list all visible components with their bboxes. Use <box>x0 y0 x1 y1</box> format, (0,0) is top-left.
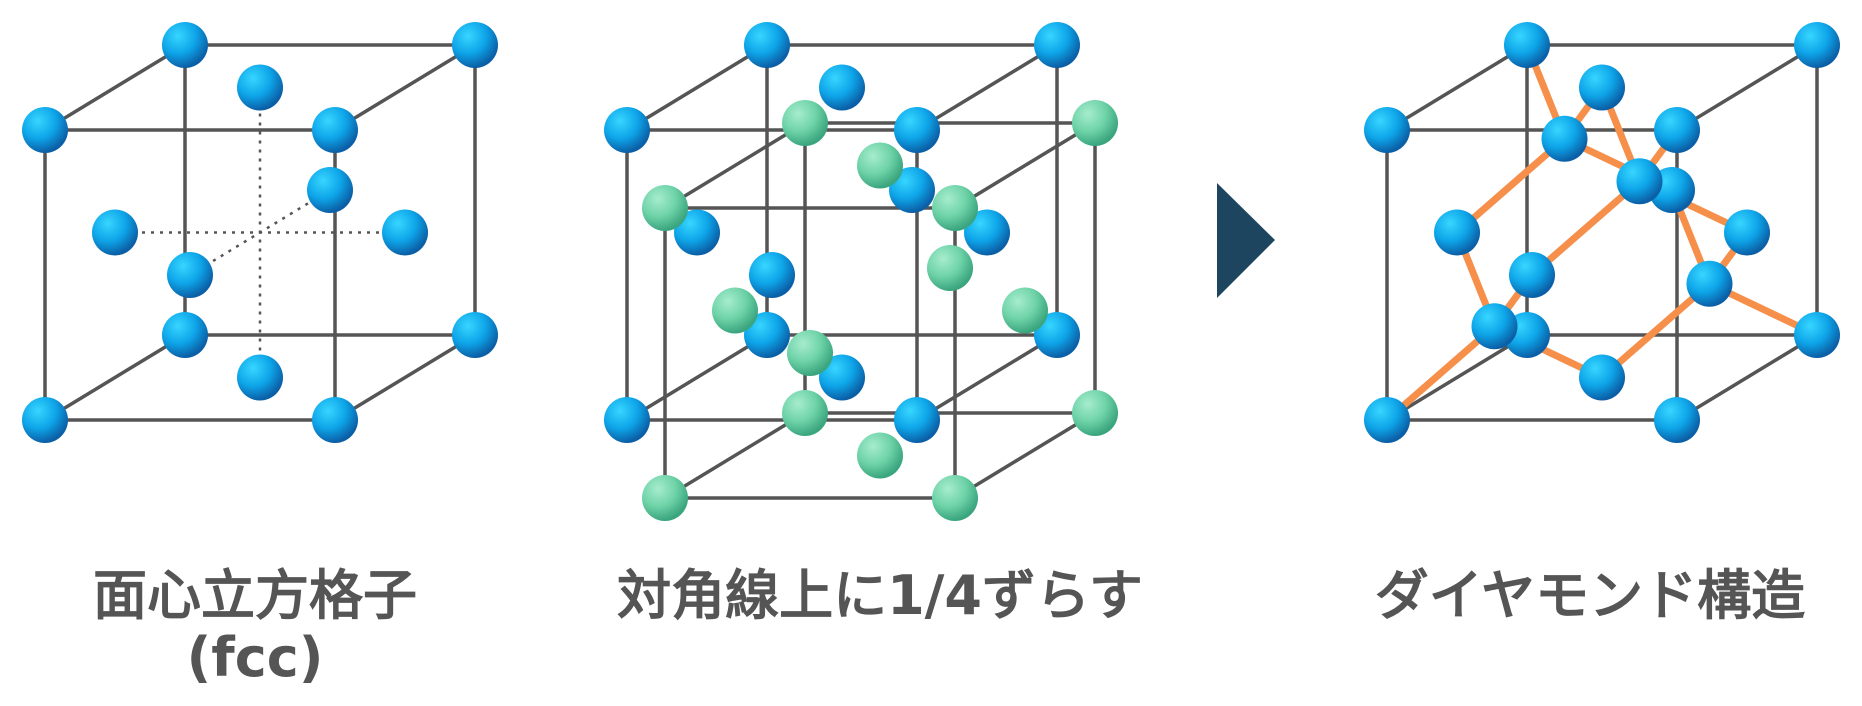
green-atom <box>927 245 973 291</box>
green-atom <box>642 185 688 231</box>
diamond-cube-edge <box>1385 43 1529 132</box>
green-atom <box>932 185 978 231</box>
green-atom <box>1072 390 1118 436</box>
covalent-bond <box>1453 135 1568 236</box>
right-arrow-icon <box>1217 183 1275 298</box>
fcc-atom <box>92 209 138 256</box>
green-cube-edge <box>663 121 807 210</box>
diamond-atom <box>1364 107 1410 153</box>
covalent-bond <box>1383 322 1498 424</box>
fcc-atom <box>382 209 428 256</box>
blue-atom <box>894 107 940 153</box>
diamond-atom <box>1794 312 1840 358</box>
diamond-atom <box>1654 397 1700 443</box>
blue-atom <box>889 167 935 213</box>
green-atom <box>1072 100 1118 146</box>
green-atom <box>932 475 978 521</box>
diamond-atom <box>1541 115 1588 162</box>
fcc-atom <box>307 167 353 213</box>
diamond-cube-edge <box>1385 333 1529 422</box>
diamond-structure-diagram <box>1364 22 1840 443</box>
diamond-atom <box>1364 397 1410 443</box>
diamond-caption: ダイヤモンド構造 <box>1374 564 1806 627</box>
blue-atom <box>604 107 650 153</box>
green-cube-edge <box>663 411 807 500</box>
diamond-atom <box>1579 64 1625 111</box>
diamond-atom <box>1654 107 1700 153</box>
fcc-atom <box>237 354 283 401</box>
fcc-caption: 面心立方格子 (fcc) <box>40 565 470 689</box>
diamond-atom <box>1724 209 1770 256</box>
fcc-cube-edge <box>43 43 187 132</box>
fcc-cube-edge <box>333 43 477 132</box>
green-atom <box>782 390 828 436</box>
shift-caption: 対角線上に1/4ずらす <box>617 564 1143 627</box>
green-atom <box>642 475 688 521</box>
diamond-atom <box>1616 158 1663 205</box>
green-atom <box>857 432 903 479</box>
green-atom <box>782 100 828 146</box>
green-atom <box>857 142 903 189</box>
blue-atom <box>1034 312 1080 358</box>
covalent-bond <box>1598 280 1713 381</box>
fcc-cube-edge <box>43 333 187 422</box>
fcc-lattice-diagram <box>22 22 498 443</box>
fcc-center-axis <box>189 188 331 277</box>
diamond-cube-edge <box>1675 43 1819 132</box>
blue-cube-edge <box>625 333 769 422</box>
diamond-cube-edge <box>1675 333 1819 422</box>
diamond-atom <box>1504 22 1550 68</box>
diamond-atom <box>1509 252 1555 298</box>
blue-atom <box>819 354 865 401</box>
fcc-atom <box>312 107 358 153</box>
fcc-atom <box>22 397 68 443</box>
fcc-caption-line2: (fcc) <box>186 626 324 689</box>
blue-cube-edge <box>915 43 1059 132</box>
blue-atom <box>744 22 790 68</box>
diamond-atom <box>1434 209 1480 256</box>
diamond-atom <box>1794 22 1840 68</box>
fcc-atom <box>162 312 208 358</box>
fcc-caption-line1: 面心立方格子 <box>93 564 417 627</box>
blue-atom <box>604 397 650 443</box>
green-cube-edge <box>953 121 1097 210</box>
shifted-lattice-diagram <box>604 22 1118 521</box>
fcc-atom <box>22 107 68 153</box>
blue-atom <box>964 209 1010 256</box>
fcc-cube-edge <box>333 333 477 422</box>
fcc-atom <box>162 22 208 68</box>
fcc-atom <box>167 252 213 298</box>
green-atom <box>1002 287 1048 334</box>
blue-atom <box>674 209 720 256</box>
blue-atom <box>749 252 795 298</box>
green-cube-edge <box>953 411 1097 500</box>
blue-cube-edge <box>625 43 769 132</box>
green-atom <box>712 287 758 334</box>
blue-atom <box>894 397 940 443</box>
blue-atom <box>1034 22 1080 68</box>
fcc-atom <box>312 397 358 443</box>
diamond-atom <box>1686 260 1733 307</box>
covalent-bond <box>1528 177 1643 279</box>
diamond-atom <box>1471 303 1518 350</box>
blue-atom <box>819 64 865 111</box>
green-atom <box>787 330 833 376</box>
blue-cube-edge <box>915 333 1059 422</box>
fcc-atom <box>452 312 498 358</box>
diamond-atom <box>1579 354 1625 401</box>
fcc-atom <box>452 22 498 68</box>
fcc-atom <box>237 64 283 111</box>
blue-atom <box>744 312 790 358</box>
